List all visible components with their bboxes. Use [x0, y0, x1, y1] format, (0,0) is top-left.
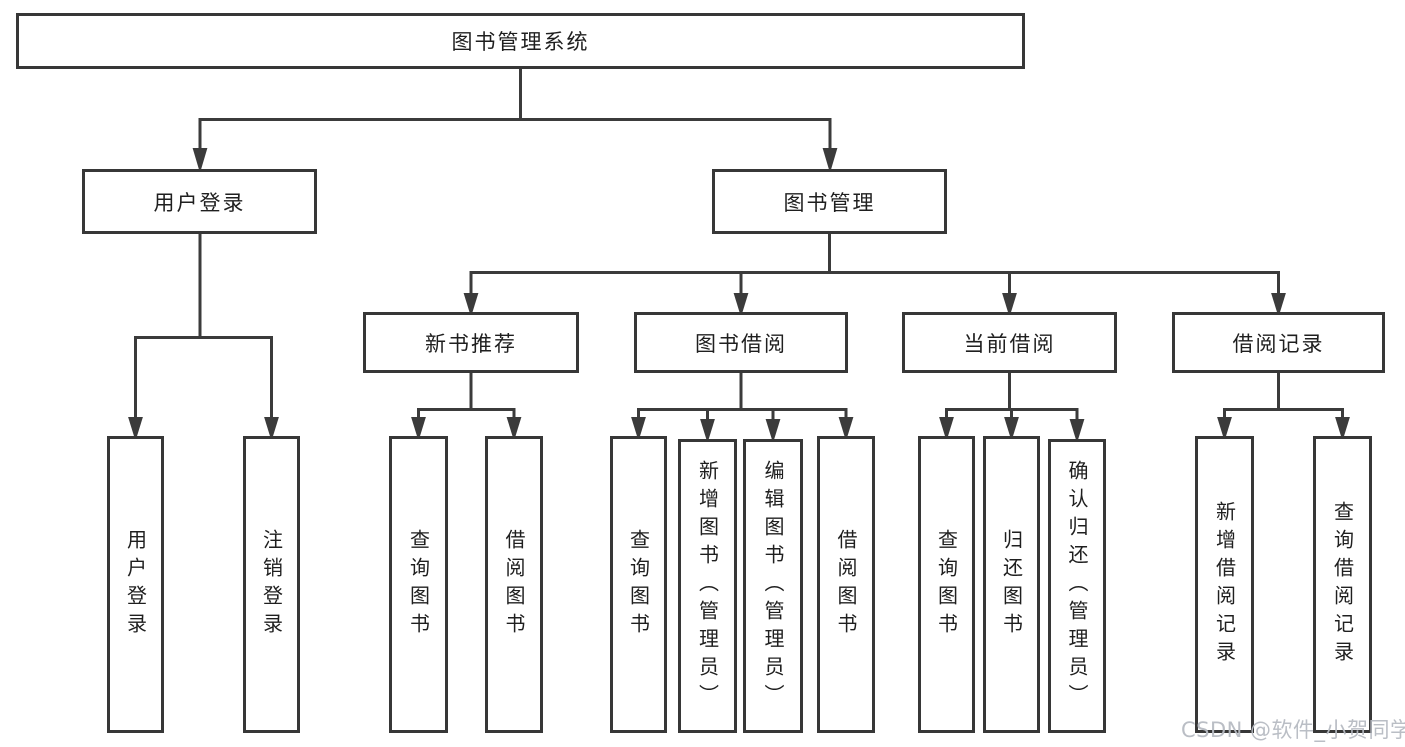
node-label: 用户登录 [123, 528, 148, 641]
node-borrow-books-recommend: 借阅图书 [485, 436, 543, 733]
node-label: 查询借阅记录 [1330, 500, 1355, 669]
node-add-borrow-record: 新增借阅记录 [1195, 436, 1254, 733]
node-return-book: 归还图书 [983, 436, 1040, 733]
node-add-book-admin: 新增图书（管理员） [678, 439, 737, 733]
node-user-login-branch: 用户登录 [82, 169, 317, 234]
node-query-books-recommend: 查询图书 [389, 436, 448, 733]
node-label: 当前借阅 [963, 331, 1056, 356]
node-logout: 注销登录 [243, 436, 300, 733]
node-query-books-borrowing: 查询图书 [610, 436, 667, 733]
node-label: 编辑图书（管理员） [761, 460, 785, 712]
node-label: 借阅图书 [502, 528, 526, 641]
node-label: 查询图书 [626, 528, 651, 641]
node-label: 新增借阅记录 [1212, 500, 1237, 669]
node-library-management-system: 图书管理系统 [16, 13, 1025, 69]
node-label: 新增图书（管理员） [695, 460, 720, 712]
node-label: 归还图书 [999, 528, 1024, 641]
node-label: 查询图书 [934, 528, 959, 641]
node-label: 注销登录 [259, 528, 284, 641]
node-label: 图书借阅 [695, 331, 787, 356]
node-label: 确认归还（管理员） [1065, 460, 1089, 712]
node-book-borrowing: 图书借阅 [634, 312, 848, 373]
node-label: 借阅图书 [834, 528, 858, 641]
node-new-book-recommendation: 新书推荐 [363, 312, 579, 373]
connector-recommend-to-leaves [417, 373, 516, 420]
csdn-watermark: CSDN @软件_小贺同学 [1181, 718, 1405, 742]
node-label: 借阅记录 [1232, 331, 1325, 356]
connector-root-to-level2 [198, 69, 832, 150]
node-query-books-current: 查询图书 [918, 436, 975, 733]
connector-userlogin-to-leaves [134, 234, 273, 419]
node-user-login-leaf: 用户登录 [107, 436, 164, 733]
node-label: 查询图书 [406, 528, 431, 641]
node-confirm-return-admin: 确认归还（管理员） [1048, 439, 1106, 733]
node-label: 图书管理系统 [451, 30, 590, 54]
node-label: 新书推荐 [425, 331, 517, 356]
node-book-management-branch: 图书管理 [712, 169, 947, 234]
connector-current-to-leaves [945, 373, 1079, 420]
node-borrowing-records: 借阅记录 [1172, 312, 1385, 373]
node-query-borrow-record: 查询借阅记录 [1313, 436, 1372, 733]
node-label: 用户登录 [153, 190, 246, 215]
node-edit-book-admin: 编辑图书（管理员） [743, 439, 803, 733]
node-borrow-books-borrowing: 借阅图书 [817, 436, 875, 733]
connector-borrowing-to-leaves [637, 373, 848, 420]
connector-records-to-leaves [1223, 373, 1344, 420]
connector-bookmgmt-to-level3 [469, 234, 1280, 295]
node-current-borrowing: 当前借阅 [902, 312, 1117, 373]
node-label: 图书管理 [783, 190, 876, 215]
